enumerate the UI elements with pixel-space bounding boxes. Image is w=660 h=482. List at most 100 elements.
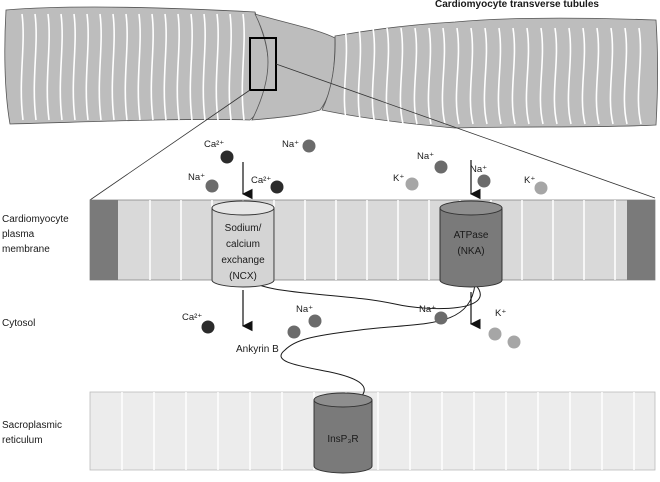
ncx-label-line1: Sodium/: [225, 223, 262, 234]
nka-label-line2: (NKA): [457, 246, 484, 257]
ion-na-label: Na⁺: [419, 304, 436, 315]
tubule-line: [511, 27, 516, 125]
membrane-band: [89, 199, 656, 281]
ion-na-label: Na⁺: [188, 172, 205, 183]
diagram-title: Cardiomyocyte transverse tubules: [435, 0, 599, 10]
tissue-left-block: [4, 6, 269, 125]
transverse-tubules: [20, 13, 642, 125]
ncx-label-line2: calcium: [226, 239, 260, 250]
ion-ca-label: Ca²⁺: [182, 312, 202, 323]
tubule-line: [595, 27, 600, 125]
tubule-line: [483, 27, 488, 125]
zoom-line-right: [275, 63, 656, 199]
ion-na-dot: [302, 139, 316, 153]
tubule-line: [85, 13, 89, 121]
ion-k-dot: [507, 335, 521, 349]
ncx-label-line3: exchange: [221, 255, 265, 266]
ion-na-label: Na⁺: [296, 304, 313, 315]
sr-label: Sacroplasmic reticulum: [2, 418, 62, 448]
membrane-end-left: [90, 200, 118, 280]
cardiomyocyte-tissue: [4, 6, 658, 201]
tubule-line: [497, 27, 502, 125]
tubule-line: [581, 27, 586, 125]
ncx-label-line4: (NCX): [229, 271, 257, 282]
ion-na-dot: [205, 179, 219, 193]
zoom-line-left: [89, 89, 251, 201]
tubule-line: [623, 27, 628, 125]
tubule-line: [637, 27, 642, 125]
ion-k-dot: [405, 177, 419, 191]
tissue-bridge: [251, 13, 336, 121]
tubule-line: [539, 27, 544, 125]
tubule-line: [202, 13, 206, 121]
tubule-line: [455, 27, 460, 125]
ion-ca-label: Ca²⁺: [204, 139, 224, 150]
tubule-line: [33, 13, 37, 121]
ion-na-dot: [287, 325, 301, 339]
nka-label-line1: ATPase: [454, 230, 489, 241]
membrane-label-line3: membrane: [2, 244, 50, 255]
tubule-line: [469, 27, 474, 125]
tubule-line: [163, 13, 167, 121]
ion-ca-dot: [220, 150, 234, 164]
tubule-line: [553, 27, 558, 125]
ion-na-dot: [308, 314, 322, 328]
tissue-right-block: [321, 17, 658, 129]
ion-na-label: Na⁺: [417, 151, 434, 162]
tubule-line: [46, 13, 50, 121]
tubule-line: [137, 13, 141, 121]
membrane-label: Cardiomyocyte plasma membrane: [2, 212, 69, 257]
tubule-line: [357, 27, 362, 125]
tubule-line: [525, 27, 530, 125]
sr-label-line2: reticulum: [2, 435, 43, 446]
plasma-membrane: [89, 199, 656, 281]
ion-ca-dot: [270, 180, 284, 194]
tubule-line: [427, 27, 432, 125]
insp3r-label: InsP₃R: [327, 434, 358, 445]
ion-k-dot: [488, 327, 502, 341]
tubule-line: [399, 27, 404, 125]
ion-na-dot: [434, 311, 448, 325]
tubule-line: [111, 13, 115, 121]
tubule-line: [567, 27, 572, 125]
cytosol-label: Cytosol: [2, 318, 36, 329]
tubule-line: [609, 27, 614, 125]
tubule-line: [385, 27, 390, 125]
tubule-line: [228, 13, 232, 121]
tubule-line: [176, 13, 180, 121]
membrane-label-line1: Cardiomyocyte: [2, 214, 69, 225]
tubule-line: [241, 13, 245, 121]
tubule-line: [215, 13, 219, 121]
tubule-line: [441, 27, 446, 125]
ion-k-dot: [534, 181, 548, 195]
tubule-line: [59, 13, 63, 121]
ion-ca-dot: [201, 320, 215, 334]
tubule-line: [150, 13, 154, 121]
ion-k-label: K⁺: [524, 175, 535, 186]
membrane-label-line2: plasma: [2, 229, 35, 240]
ion-na-label: Na⁺: [470, 164, 487, 175]
tubule-line: [371, 27, 376, 125]
tubule-line: [124, 13, 128, 121]
sr-label-line1: Sacroplasmic: [2, 420, 63, 431]
ion-k-label: K⁺: [393, 173, 404, 184]
ncx-exchanger: Sodium/calcium exchange (NCX): [211, 200, 275, 288]
membrane-end-right: [627, 200, 655, 280]
tubule-line: [189, 13, 193, 121]
ankyrin-b-label: Ankyrin B: [236, 344, 279, 355]
ion-na-label: Na⁺: [282, 139, 299, 150]
ion-na-dot: [434, 160, 448, 174]
ion-na-dot: [477, 174, 491, 188]
ankyrin-b-tether: [244, 271, 481, 399]
tubule-line: [343, 27, 348, 125]
ion-k-label: K⁺: [495, 308, 506, 319]
tubule-line: [413, 27, 418, 125]
insp3r-receptor: InsP₃R: [313, 392, 373, 474]
svg-text:ATPase(NKA): ATPase (NKA): [454, 230, 489, 257]
tubule-line: [72, 13, 76, 121]
ion-ca-label: Ca²⁺: [251, 175, 271, 186]
tubule-line: [20, 13, 24, 121]
